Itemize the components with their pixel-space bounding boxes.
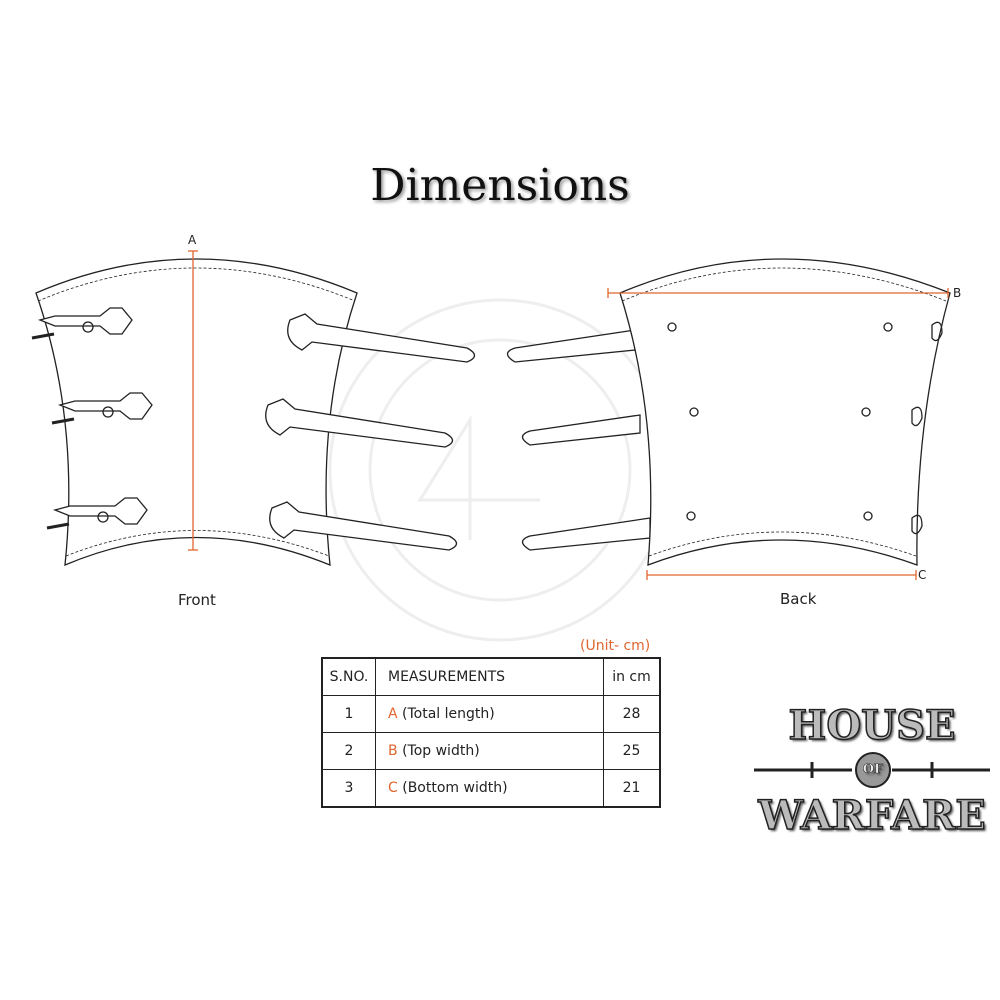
strap — [521, 414, 641, 446]
front-top-stitching — [37, 267, 356, 302]
row-desc: (Bottom width) — [402, 780, 508, 796]
dimension-label-b: B — [953, 286, 962, 300]
header-measurements: MEASUREMENTS — [375, 657, 604, 696]
logo-line3: WARFARE — [758, 791, 987, 840]
strap — [287, 313, 476, 363]
b-dimension-line — [607, 288, 949, 298]
row-value: 28 — [603, 695, 661, 733]
row-letter: C — [388, 780, 398, 796]
row-desc: (Top width) — [402, 743, 480, 759]
table-header-row: S.NO. MEASUREMENTS in cm — [321, 657, 661, 696]
house-of-warfare-logo: HOUSE OF WARFARE — [752, 700, 992, 850]
c-dimension-line — [646, 570, 917, 580]
table-row: 2 B (Top width) 25 — [321, 732, 661, 770]
swords-icon — [754, 762, 990, 778]
row-sno: 2 — [321, 732, 376, 770]
page-title: Dimensions — [370, 160, 630, 211]
table-row: 3 C (Bottom width) 21 — [321, 769, 661, 808]
header-sno: S.NO. — [321, 657, 376, 696]
strap — [265, 398, 454, 448]
unit-note: (Unit- cm) — [580, 638, 651, 654]
table-row: 1 A (Total length) 28 — [321, 695, 661, 733]
a-dimension-line — [188, 250, 198, 551]
dimension-label-a: A — [188, 233, 197, 247]
front-body — [35, 258, 358, 567]
front-view — [31, 250, 476, 567]
row-measurement: B (Top width) — [375, 732, 604, 770]
dimension-label-c: C — [918, 568, 927, 582]
buckle-icon — [46, 497, 148, 530]
buckle-icon — [51, 392, 153, 425]
buckle-icon — [31, 307, 133, 340]
back-bottom-stitching — [648, 531, 917, 557]
back-buckles — [911, 321, 943, 535]
back-body — [619, 258, 951, 566]
row-value: 21 — [603, 769, 661, 808]
row-sno: 3 — [321, 769, 376, 808]
measurements-table: S.NO. MEASUREMENTS in cm 1 A (Total leng… — [321, 657, 661, 808]
row-letter: A — [388, 706, 398, 722]
row-measurement: A (Total length) — [375, 695, 604, 733]
strap — [521, 517, 651, 551]
logo-line1: HOUSE — [788, 701, 956, 750]
back-label: Back — [780, 590, 817, 608]
front-label: Front — [178, 591, 216, 609]
row-sno: 1 — [321, 695, 376, 733]
front-buckles — [31, 307, 153, 530]
row-letter: B — [388, 743, 398, 759]
back-top-stitching — [621, 267, 947, 302]
rivets — [667, 322, 893, 521]
row-desc: (Total length) — [402, 706, 495, 722]
back-view — [506, 258, 951, 580]
strap — [506, 329, 636, 363]
logo-line2: OF — [855, 752, 891, 788]
header-value: in cm — [603, 657, 661, 696]
back-straps — [506, 329, 651, 551]
front-straps — [265, 313, 476, 551]
row-value: 25 — [603, 732, 661, 770]
row-measurement: C (Bottom width) — [375, 769, 604, 808]
strap — [269, 501, 458, 551]
